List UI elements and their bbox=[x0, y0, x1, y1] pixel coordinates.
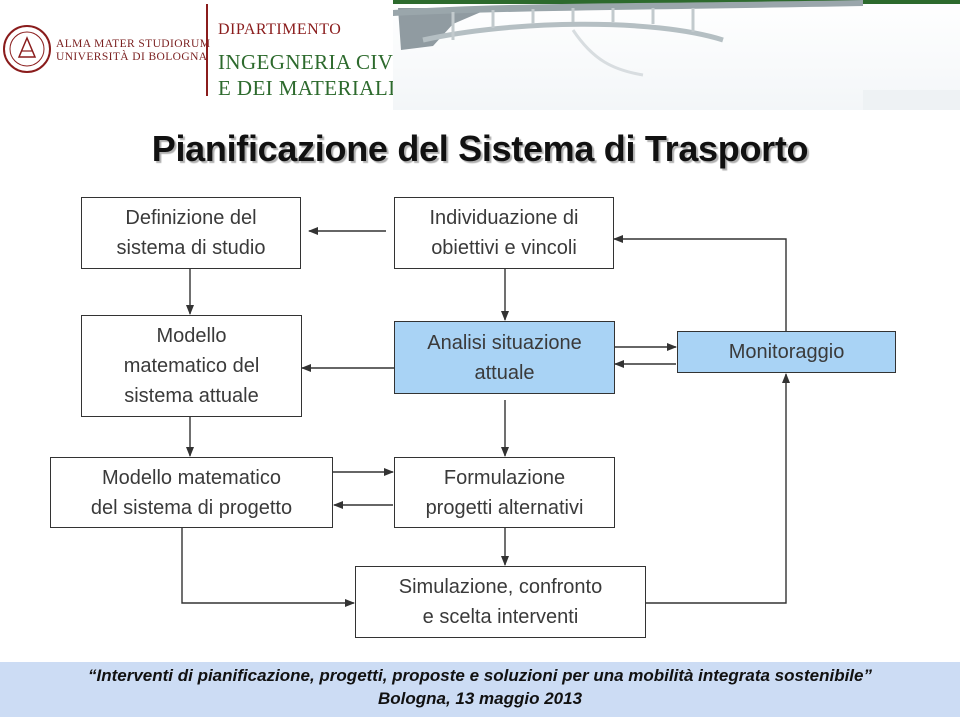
university-name: ALMA MATER STUDIORUM UNIVERSITÀ DI BOLOG… bbox=[56, 38, 210, 64]
footer-date: Bologna, 13 maggio 2013 bbox=[377, 689, 583, 708]
department-label: DIPARTIMENTO bbox=[218, 21, 342, 38]
header-divider bbox=[206, 4, 208, 96]
header: ALMA MATER STUDIORUM UNIVERSITÀ DI BOLOG… bbox=[0, 0, 960, 110]
footer-quote-close: ” bbox=[863, 666, 872, 685]
box-simulazione-label: Simulazione, confronto e scelta interven… bbox=[398, 576, 603, 628]
box-formulazione-label: Formulazione progetti alternativi bbox=[425, 466, 584, 519]
university-seal-icon bbox=[3, 25, 51, 73]
arrow-simulazione-to-monitoraggio bbox=[646, 373, 790, 604]
box-monitoraggio-label: Monitoraggio bbox=[728, 341, 845, 363]
box-definizione-sistema: Definizione del sistema di studio bbox=[81, 197, 301, 269]
box-analisi-situazione: Analisi situazione attuale bbox=[394, 321, 615, 394]
box-simulazione: Simulazione, confronto e scelta interven… bbox=[355, 566, 646, 638]
footer-quote-open: “ bbox=[88, 666, 97, 685]
box-modello-attuale-label: Modello matematico del sistema attuale bbox=[123, 325, 260, 407]
box-modello-attuale: Modello matematico del sistema attuale bbox=[81, 315, 302, 417]
arrow-modello-progetto-to-simulazione bbox=[181, 528, 355, 607]
box-formulazione-progetti: Formulazione progetti alternativi bbox=[394, 457, 615, 528]
footer-banner: “Interventi di pianificazione, progetti,… bbox=[0, 662, 960, 717]
university-line-2: UNIVERSITÀ DI BOLOGNA bbox=[56, 51, 208, 63]
page-title: Pianificazione del Sistema di Trasporto bbox=[151, 128, 809, 169]
box-individuazione-obiettivi: Individuazione di obiettivi e vincoli bbox=[394, 197, 614, 269]
box-analisi-label: Analisi situazione attuale bbox=[427, 331, 582, 384]
footer-line-1: “Interventi di pianificazione, progetti,… bbox=[0, 666, 960, 686]
box-modello-progetto: Modello matematico del sistema di proget… bbox=[50, 457, 333, 528]
box-modello-progetto-label: Modello matematico del sistema di proget… bbox=[90, 466, 293, 519]
box-obiettivi-label: Individuazione di obiettivi e vincoli bbox=[429, 207, 579, 259]
arrow-monitoraggio-to-obiettivi bbox=[613, 235, 787, 332]
university-line-1: ALMA MATER STUDIORUM bbox=[56, 38, 211, 50]
bridge-photo bbox=[393, 0, 960, 110]
box-definizione-label: Definizione del sistema di studio bbox=[116, 207, 266, 259]
box-monitoraggio: Monitoraggio bbox=[677, 331, 896, 373]
footer-tagline: Interventi di pianificazione, progetti, … bbox=[96, 666, 864, 685]
